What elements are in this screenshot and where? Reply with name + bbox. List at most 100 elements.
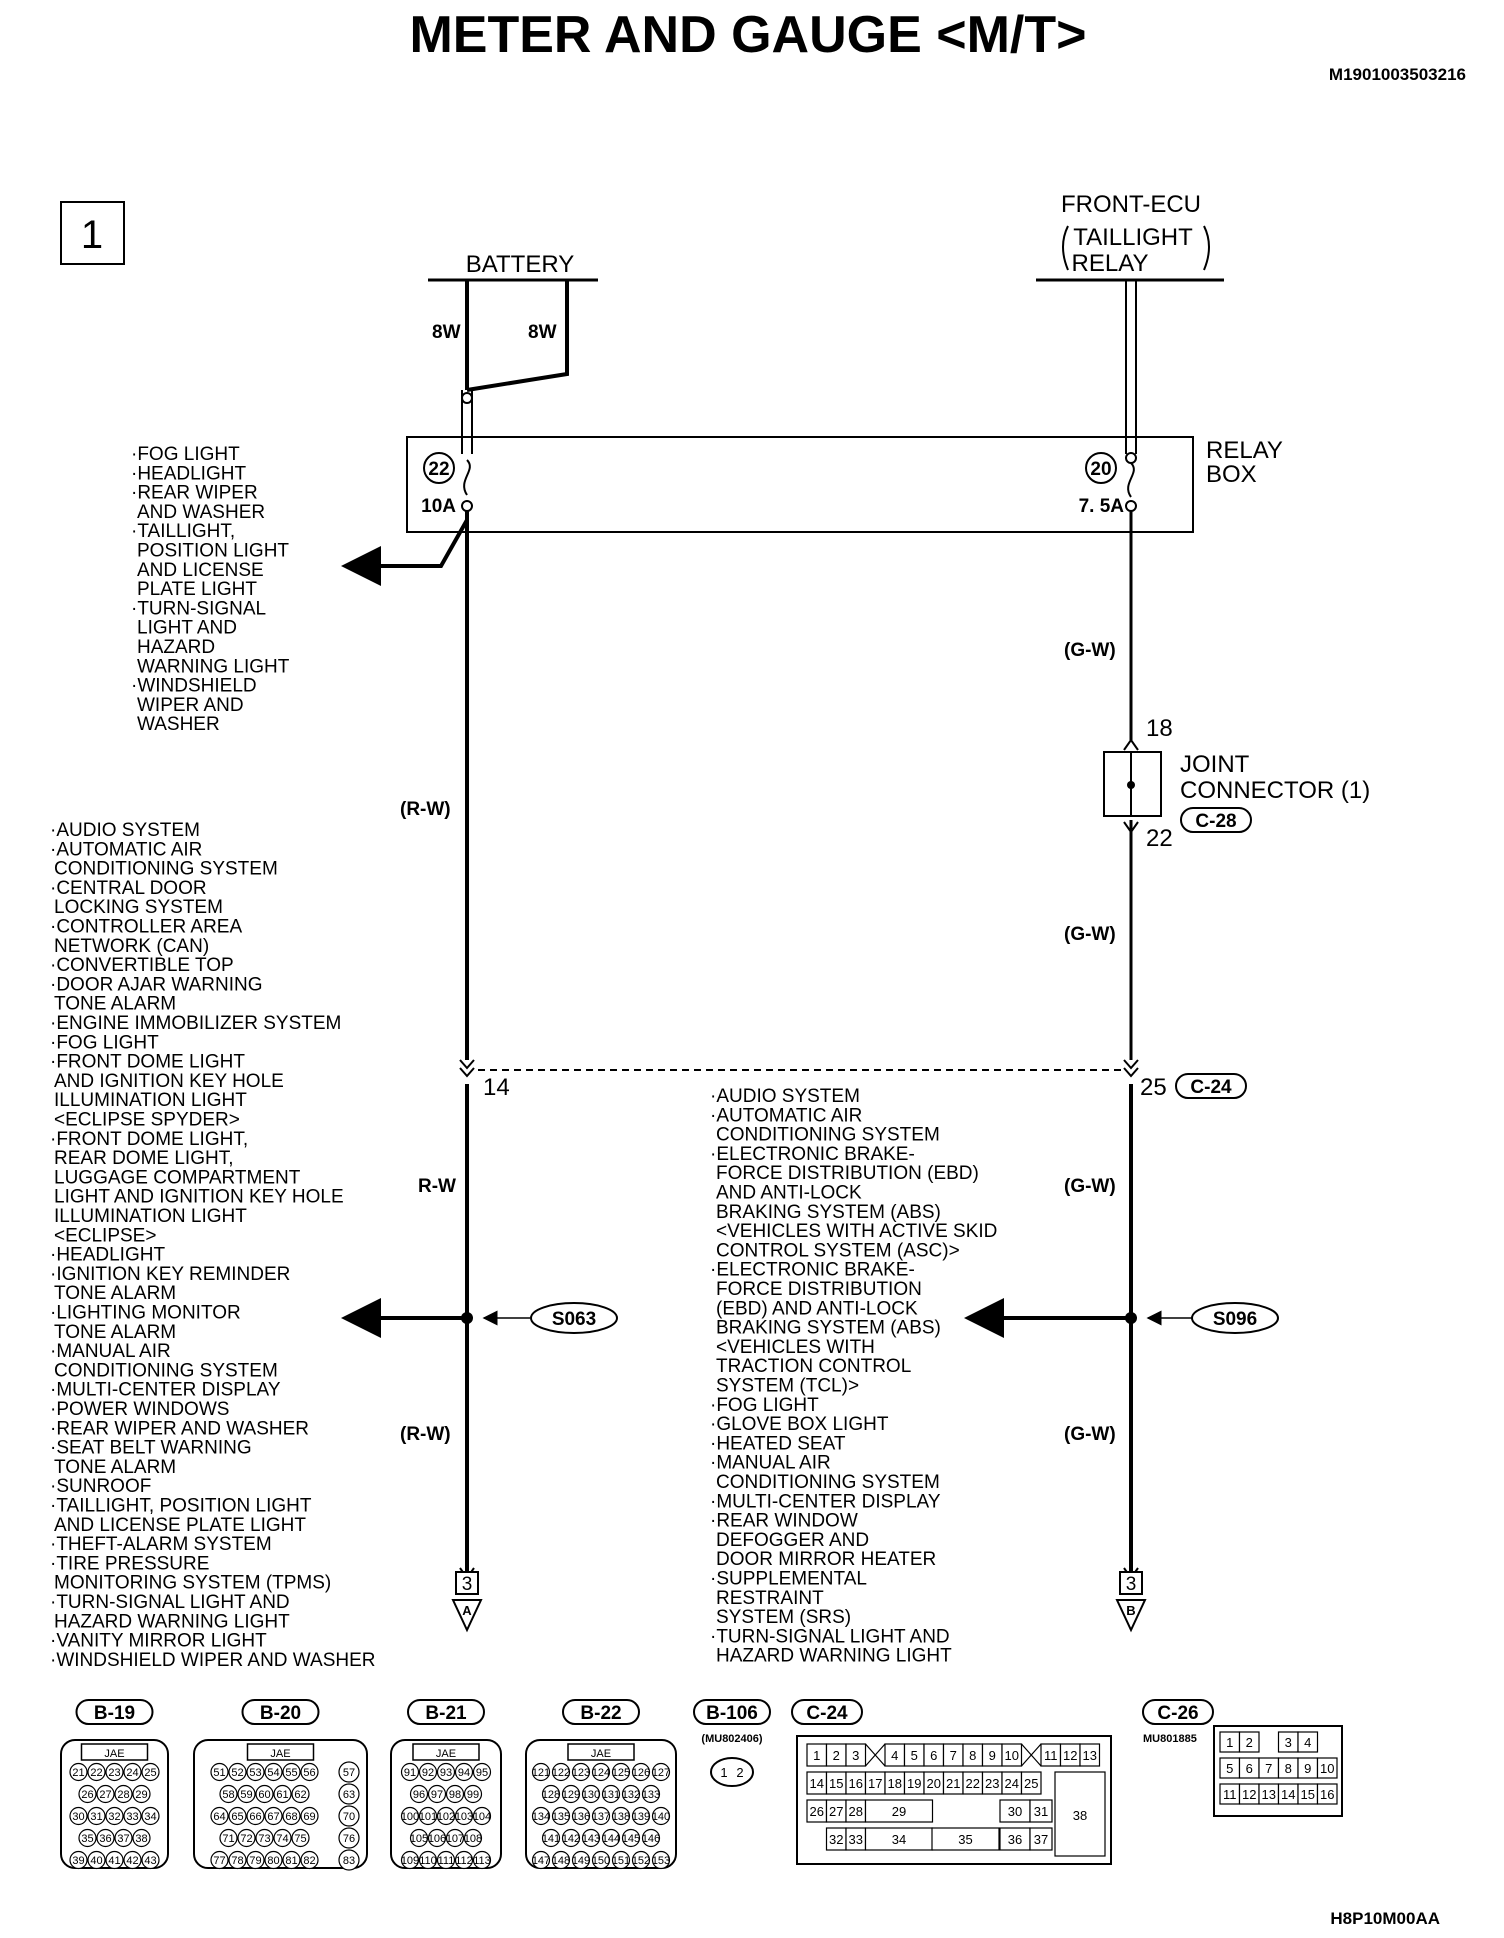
load-item: PLATE LIGHT: [137, 579, 257, 600]
pin-number: 26: [81, 1789, 93, 1801]
connector-pin: [591, 1762, 611, 1782]
load-item: ·MULTI-CENTER DISPLAY: [710, 1491, 941, 1512]
pin-number: 149: [572, 1855, 590, 1867]
load-item: ·SUPPLEMENTAL: [710, 1569, 867, 1590]
load-item: ·CENTRAL DOOR: [50, 878, 207, 899]
continuation-right-page-box: [1119, 1571, 1143, 1595]
connector-pin: [210, 1850, 229, 1870]
load-item: ·MANUAL AIR: [50, 1341, 171, 1362]
pin-number: 26: [810, 1804, 824, 1819]
connector-pin: [611, 1762, 631, 1782]
joint-pin-in: 18: [1146, 715, 1173, 742]
doc-code: M1901003503216: [1329, 65, 1466, 84]
c24-right-pin: 25: [1140, 1074, 1167, 1101]
fuse20-number-circle: [1085, 452, 1117, 484]
connector-pin: [551, 1806, 571, 1826]
battery-label: BATTERY: [466, 251, 574, 278]
connector-pin: [400, 1762, 420, 1782]
connector-pin: [631, 1762, 651, 1782]
connector-pin: [228, 1850, 247, 1870]
connector-pin: [541, 1828, 561, 1848]
pin-number: 141: [542, 1833, 560, 1845]
pin-number: 15: [1301, 1787, 1315, 1802]
connector-pin: [591, 1850, 611, 1870]
load-item: CONDITIONING SYSTEM: [716, 1472, 940, 1493]
blank-cavity: [865, 1743, 886, 1767]
fuse22-top-terminal: [461, 392, 473, 404]
connector-pin: [300, 1762, 319, 1782]
pin-number: 34: [892, 1832, 906, 1847]
pin-number: 8: [1285, 1761, 1292, 1776]
page-number: 1: [81, 213, 103, 257]
pin-number: 1: [1226, 1735, 1233, 1750]
pin-number: 131: [602, 1789, 620, 1801]
figure-code: H8P10M00AA: [1330, 1909, 1440, 1928]
connector-pin: [264, 1850, 283, 1870]
connector-code-box: [791, 1699, 863, 1725]
connector-pin: [246, 1806, 265, 1826]
load-item: ·IGNITION KEY REMINDER: [50, 1264, 290, 1285]
connector-pin: [78, 1828, 97, 1848]
connector-pin: [621, 1784, 641, 1804]
pin-number: 122: [552, 1767, 570, 1779]
connector-pin: [427, 1828, 447, 1848]
pin-number: 42: [126, 1855, 138, 1867]
load-item: TONE ALARM: [54, 1322, 176, 1343]
pin-number: 74: [276, 1833, 288, 1845]
connector-code-box: [407, 1699, 485, 1725]
connector-pin: [105, 1806, 124, 1826]
fuse20-bottom-terminal: [1125, 500, 1137, 512]
connector-pin: [210, 1762, 229, 1782]
connector-pin: [551, 1850, 571, 1870]
fuse22-bottom-terminal: [461, 500, 473, 512]
load-item: ·FOG LIGHT: [131, 444, 240, 465]
load-item: AND ANTI-LOCK: [716, 1183, 862, 1204]
connector-pin: [454, 1806, 474, 1826]
battery-wire-left-label: 8W: [432, 322, 461, 343]
connector-code-box: [693, 1699, 771, 1725]
connector-part-no: MU801885: [1143, 1733, 1197, 1745]
connector-pin: [581, 1828, 601, 1848]
connector-code: C-24: [806, 1703, 848, 1724]
load-item: BRAKING SYSTEM (ABS): [716, 1202, 941, 1223]
pin-number: 107: [446, 1833, 464, 1845]
connector-pin: [641, 1828, 661, 1848]
load-item: LOCKING SYSTEM: [54, 897, 223, 918]
pin-number: 79: [249, 1855, 261, 1867]
connector-pin: [87, 1806, 106, 1826]
connector-pin: [69, 1762, 88, 1782]
connector-pin: [651, 1762, 671, 1782]
left-load-list: ·AUDIO SYSTEM·AUTOMATIC AIRCONDITIONING …: [50, 820, 376, 1671]
connector-pin: [601, 1828, 621, 1848]
connector-pin: [571, 1762, 591, 1782]
connector-maker: JAE: [104, 1748, 124, 1760]
pin-number: 4: [1304, 1735, 1311, 1750]
load-item: ·MULTI-CENTER DISPLAY: [50, 1380, 281, 1401]
connector-pin: [551, 1762, 571, 1782]
pin-number: 10: [1005, 1748, 1019, 1763]
load-item: TONE ALARM: [54, 994, 176, 1015]
joint-in-arrow: [1123, 738, 1139, 751]
connector-pin: [141, 1850, 160, 1870]
connector-pin: [228, 1806, 247, 1826]
connector-pin: [463, 1828, 483, 1848]
connector-pin: [132, 1784, 151, 1804]
load-item: ·ENGINE IMMOBILIZER SYSTEM: [50, 1013, 341, 1034]
pin-number: 100: [401, 1811, 419, 1823]
blank-cavity: [1021, 1743, 1042, 1767]
pin-number: 14: [810, 1776, 824, 1791]
connector-pin: [436, 1762, 456, 1782]
connector-code: B-106: [706, 1703, 758, 1724]
connector-pin: [282, 1762, 301, 1782]
pin-number: 95: [476, 1767, 488, 1779]
connector-pin: [400, 1806, 420, 1826]
connector-pin: [845, 1743, 867, 1767]
connector-pin: [282, 1850, 301, 1870]
pin-number: 13: [1083, 1748, 1097, 1763]
pin-number: 37: [117, 1833, 129, 1845]
load-item: DEFOGGER AND: [716, 1530, 869, 1551]
pin-number: 124: [592, 1767, 610, 1779]
connector-pin: [1001, 1743, 1023, 1767]
connector-pin: [1316, 1783, 1338, 1805]
pin-number: 24: [126, 1767, 138, 1779]
